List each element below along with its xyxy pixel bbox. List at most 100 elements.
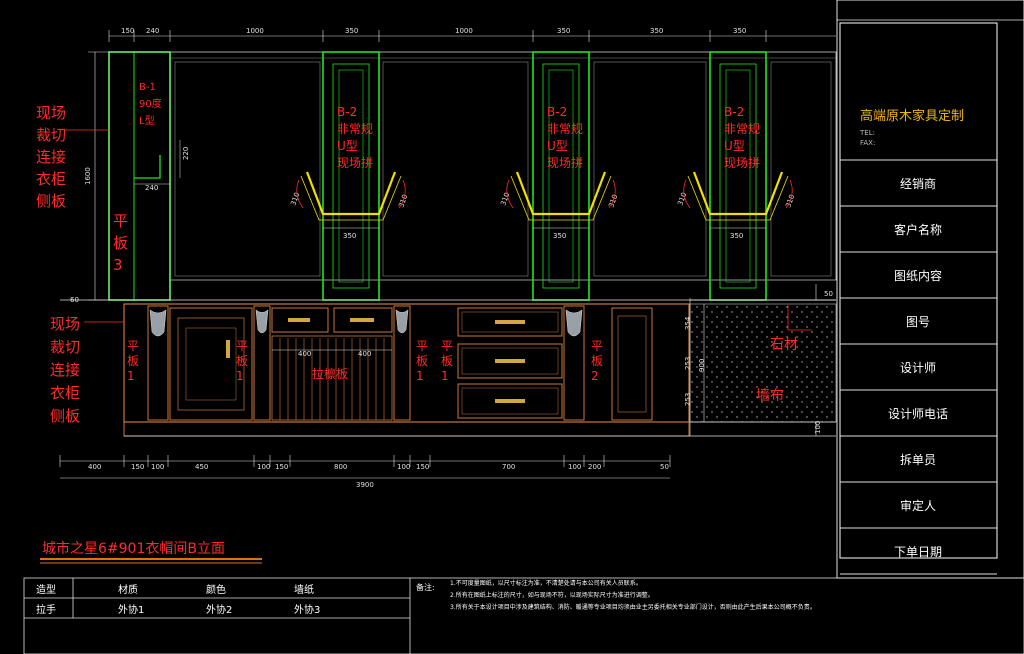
side-panel-note-char: 裁切: [36, 126, 66, 144]
top-dim-label: 1000: [455, 27, 473, 35]
pull-board: [271, 335, 393, 421]
carved-corbel: [255, 309, 269, 334]
flat-panel-char: 2: [591, 369, 599, 383]
drawer: [333, 307, 393, 333]
bottom-dim-label: 700: [502, 463, 515, 471]
pillar-label: 现场拼: [547, 156, 583, 170]
right-dim-label: 60: [70, 296, 79, 304]
table-header: 颜色: [206, 583, 226, 596]
bottom-dim-label: 800: [334, 463, 347, 471]
flat-panel-char: 平: [236, 339, 248, 353]
pillar-label: U型: [337, 139, 358, 153]
side-panel-note-char: 侧板: [36, 192, 66, 210]
pull-board-dim-left: 400: [298, 350, 311, 358]
top-dim-label: 240: [146, 27, 159, 35]
pillar-label: 现场拼: [724, 156, 760, 170]
pillar-frame: [532, 51, 590, 301]
b1-dim-depth: 220: [182, 147, 190, 160]
bottom-dim-label: 100: [568, 463, 581, 471]
top-dim-label: 350: [345, 27, 358, 35]
flat3-char: 平: [113, 212, 128, 230]
title-field: 审定人: [900, 498, 936, 513]
table-header: 造型: [36, 583, 56, 596]
pillar-dim-left: 310: [499, 191, 511, 206]
dim-arc: [683, 179, 691, 209]
swing-door: [169, 307, 253, 421]
table-header: 墙纸: [294, 583, 314, 596]
pillar-label: 非常规: [547, 121, 583, 136]
pillar-label: 非常规: [724, 121, 760, 136]
fax-label: FAX:: [860, 139, 875, 147]
bottom-dim-label: 100: [257, 463, 270, 471]
flat-panel-char: 板: [441, 354, 453, 368]
notes-label: 备注:: [416, 582, 435, 592]
pillar-dim-bottom: 350: [553, 232, 566, 240]
flat3-char: 3: [113, 256, 123, 274]
bottom-dim-label: 150: [275, 463, 288, 471]
u-profile: [515, 171, 607, 216]
drawer: [457, 343, 563, 379]
lower-cabinet: [60, 299, 837, 437]
bottom-dim-label: 150: [131, 463, 144, 471]
tel-label: TEL:: [859, 129, 875, 137]
pillar-dim-bottom: 350: [343, 232, 356, 240]
title-field: 图纸内容: [894, 268, 942, 283]
height-dim: 1600: [84, 167, 92, 185]
drawer: [457, 383, 563, 419]
carved-corbel: [149, 309, 167, 337]
u-profile-outer: [687, 175, 789, 221]
flat-panel-char: 平: [127, 339, 139, 353]
drawer: [271, 307, 329, 333]
right-dim-label: 100: [814, 421, 822, 434]
flat-panel-char: 板: [236, 354, 248, 368]
bottom-dim-label: 150: [416, 463, 429, 471]
pillar-inset-inner: [548, 69, 574, 283]
wallcloth-label: 墙布: [756, 388, 784, 404]
flat-panel-char: 1: [441, 369, 449, 383]
title-field: 客户名称: [894, 222, 942, 237]
flat-panel-char: 板: [591, 354, 603, 368]
pull-board-dim-right: 400: [358, 350, 371, 358]
right-dim-label: 354: [684, 316, 692, 330]
pillar-dim-left: 310: [676, 191, 688, 206]
pillar-frame: [709, 51, 767, 301]
note-1: 1.不可度量图纸，以尺寸标注为准，不清楚处请与本公司有关人员联系。: [450, 579, 642, 587]
u-profile-outer: [300, 175, 402, 221]
right-dim-label: 253: [684, 393, 692, 406]
flat-panel-3-note: 平板3: [113, 212, 128, 274]
flat-panel-char: 1: [127, 369, 135, 383]
flat-panel-char: 1: [236, 369, 244, 383]
pillar-label: B-2: [337, 105, 357, 119]
side-panel-note-char: 连接: [50, 361, 80, 379]
pillar-dim-left: 310: [289, 191, 301, 206]
pillar-dim-bottom: 350: [730, 232, 743, 240]
pillar-inset: [542, 63, 580, 289]
pillar-inset: [332, 63, 370, 289]
b1-dim-width: 240: [145, 184, 158, 192]
carved-corbel: [395, 309, 409, 334]
pull-board-label: 拉檩板: [312, 366, 348, 381]
b1-label-1: B-1: [139, 82, 156, 93]
pillar-inset-inner: [725, 69, 751, 283]
u-profile-outer: [510, 175, 612, 221]
door-handle: [226, 340, 230, 358]
top-dim-label: 350: [650, 27, 663, 35]
title-block: 高端原木家具定制 TEL: FAX: 经销商客户名称图纸内容图号设计师设计师电话…: [836, 0, 1024, 579]
pillar-label: U型: [724, 139, 745, 153]
total-width-dim: 3900: [356, 481, 374, 489]
stone-label: 石材: [770, 337, 798, 353]
drawing-title: 城市之星6#901衣帽间B立面: [42, 540, 225, 557]
side-panel-note-char: 现场: [50, 315, 80, 333]
drawer: [457, 307, 563, 337]
plinth: [123, 421, 690, 437]
b1-label-2: 90度: [139, 97, 162, 110]
